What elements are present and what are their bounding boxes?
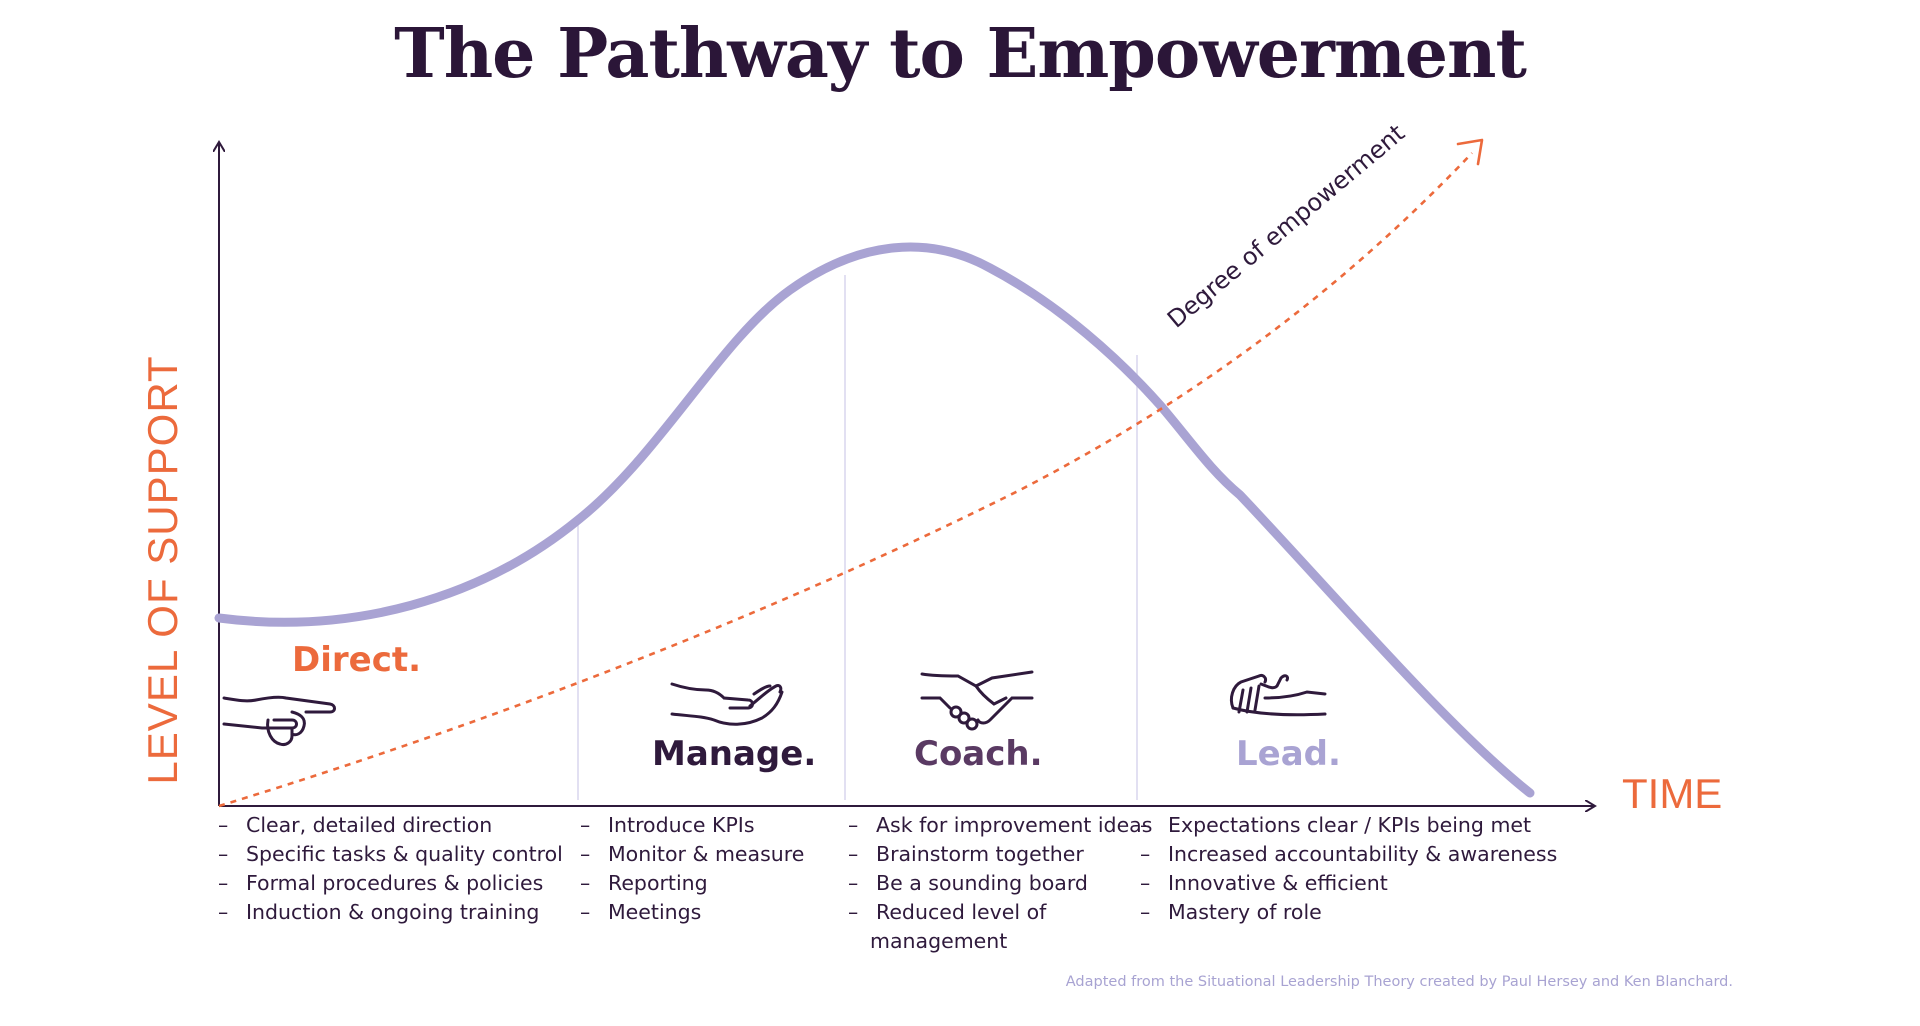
- direct-bullet-list: –Clear, detailed direction –Specific tas…: [218, 811, 563, 927]
- open-palm-hand-icon: [670, 682, 784, 726]
- list-item: –Ask for improvement ideas: [848, 813, 1153, 837]
- empowerment-curve: [218, 152, 1473, 808]
- list-item: management: [870, 929, 1008, 953]
- list-item: –Formal procedures & policies: [218, 871, 544, 895]
- list-item: –Brainstorm together: [848, 842, 1084, 866]
- attribution-footnote: Adapted from the Situational Leadership …: [1065, 974, 1733, 990]
- list-item: –Increased accountability & awareness: [1140, 842, 1558, 866]
- support-curve: [214, 242, 1535, 798]
- list-item: –Specific tasks & quality control: [218, 842, 563, 866]
- lead-bullet-list: –Expectations clear / KPIs being met –In…: [1140, 811, 1557, 927]
- list-item: –Reduced level of: [848, 900, 1047, 924]
- list-item: –Expectations clear / KPIs being met: [1140, 813, 1532, 837]
- list-item: –Meetings: [580, 900, 702, 924]
- list-item: –Clear, detailed direction: [218, 813, 493, 837]
- list-item: –Be a sounding board: [848, 871, 1088, 895]
- manage-bullet-list: –Introduce KPIs –Monitor & measure –Repo…: [580, 811, 804, 927]
- y-axis-label: LEVEL OF SUPPORT: [139, 355, 186, 785]
- list-item: –Induction & ongoing training: [218, 900, 540, 924]
- handshake-icon: [920, 670, 1034, 731]
- empowerment-arrowhead: [1456, 138, 1484, 166]
- pointing-hand-icon: [222, 695, 336, 746]
- stage-name-coach: Coach.: [914, 734, 1043, 774]
- list-item: –Innovative & efficient: [1140, 871, 1388, 895]
- stage-name-lead: Lead.: [1236, 734, 1341, 774]
- x-axis-label: TIME: [1622, 770, 1723, 817]
- list-item: –Monitor & measure: [580, 842, 805, 866]
- stage-name-direct: Direct.: [292, 640, 422, 680]
- list-item: –Mastery of role: [1140, 900, 1322, 924]
- page-title: The Pathway to Empowerment: [394, 14, 1527, 94]
- list-item: –Introduce KPIs: [580, 813, 755, 837]
- releasing-hand-icon: [1229, 674, 1327, 717]
- list-item: –Reporting: [580, 871, 708, 895]
- coach-bullet-list: –Ask for improvement ideas –Brainstorm t…: [848, 811, 1152, 956]
- stage-name-manage: Manage.: [652, 734, 817, 774]
